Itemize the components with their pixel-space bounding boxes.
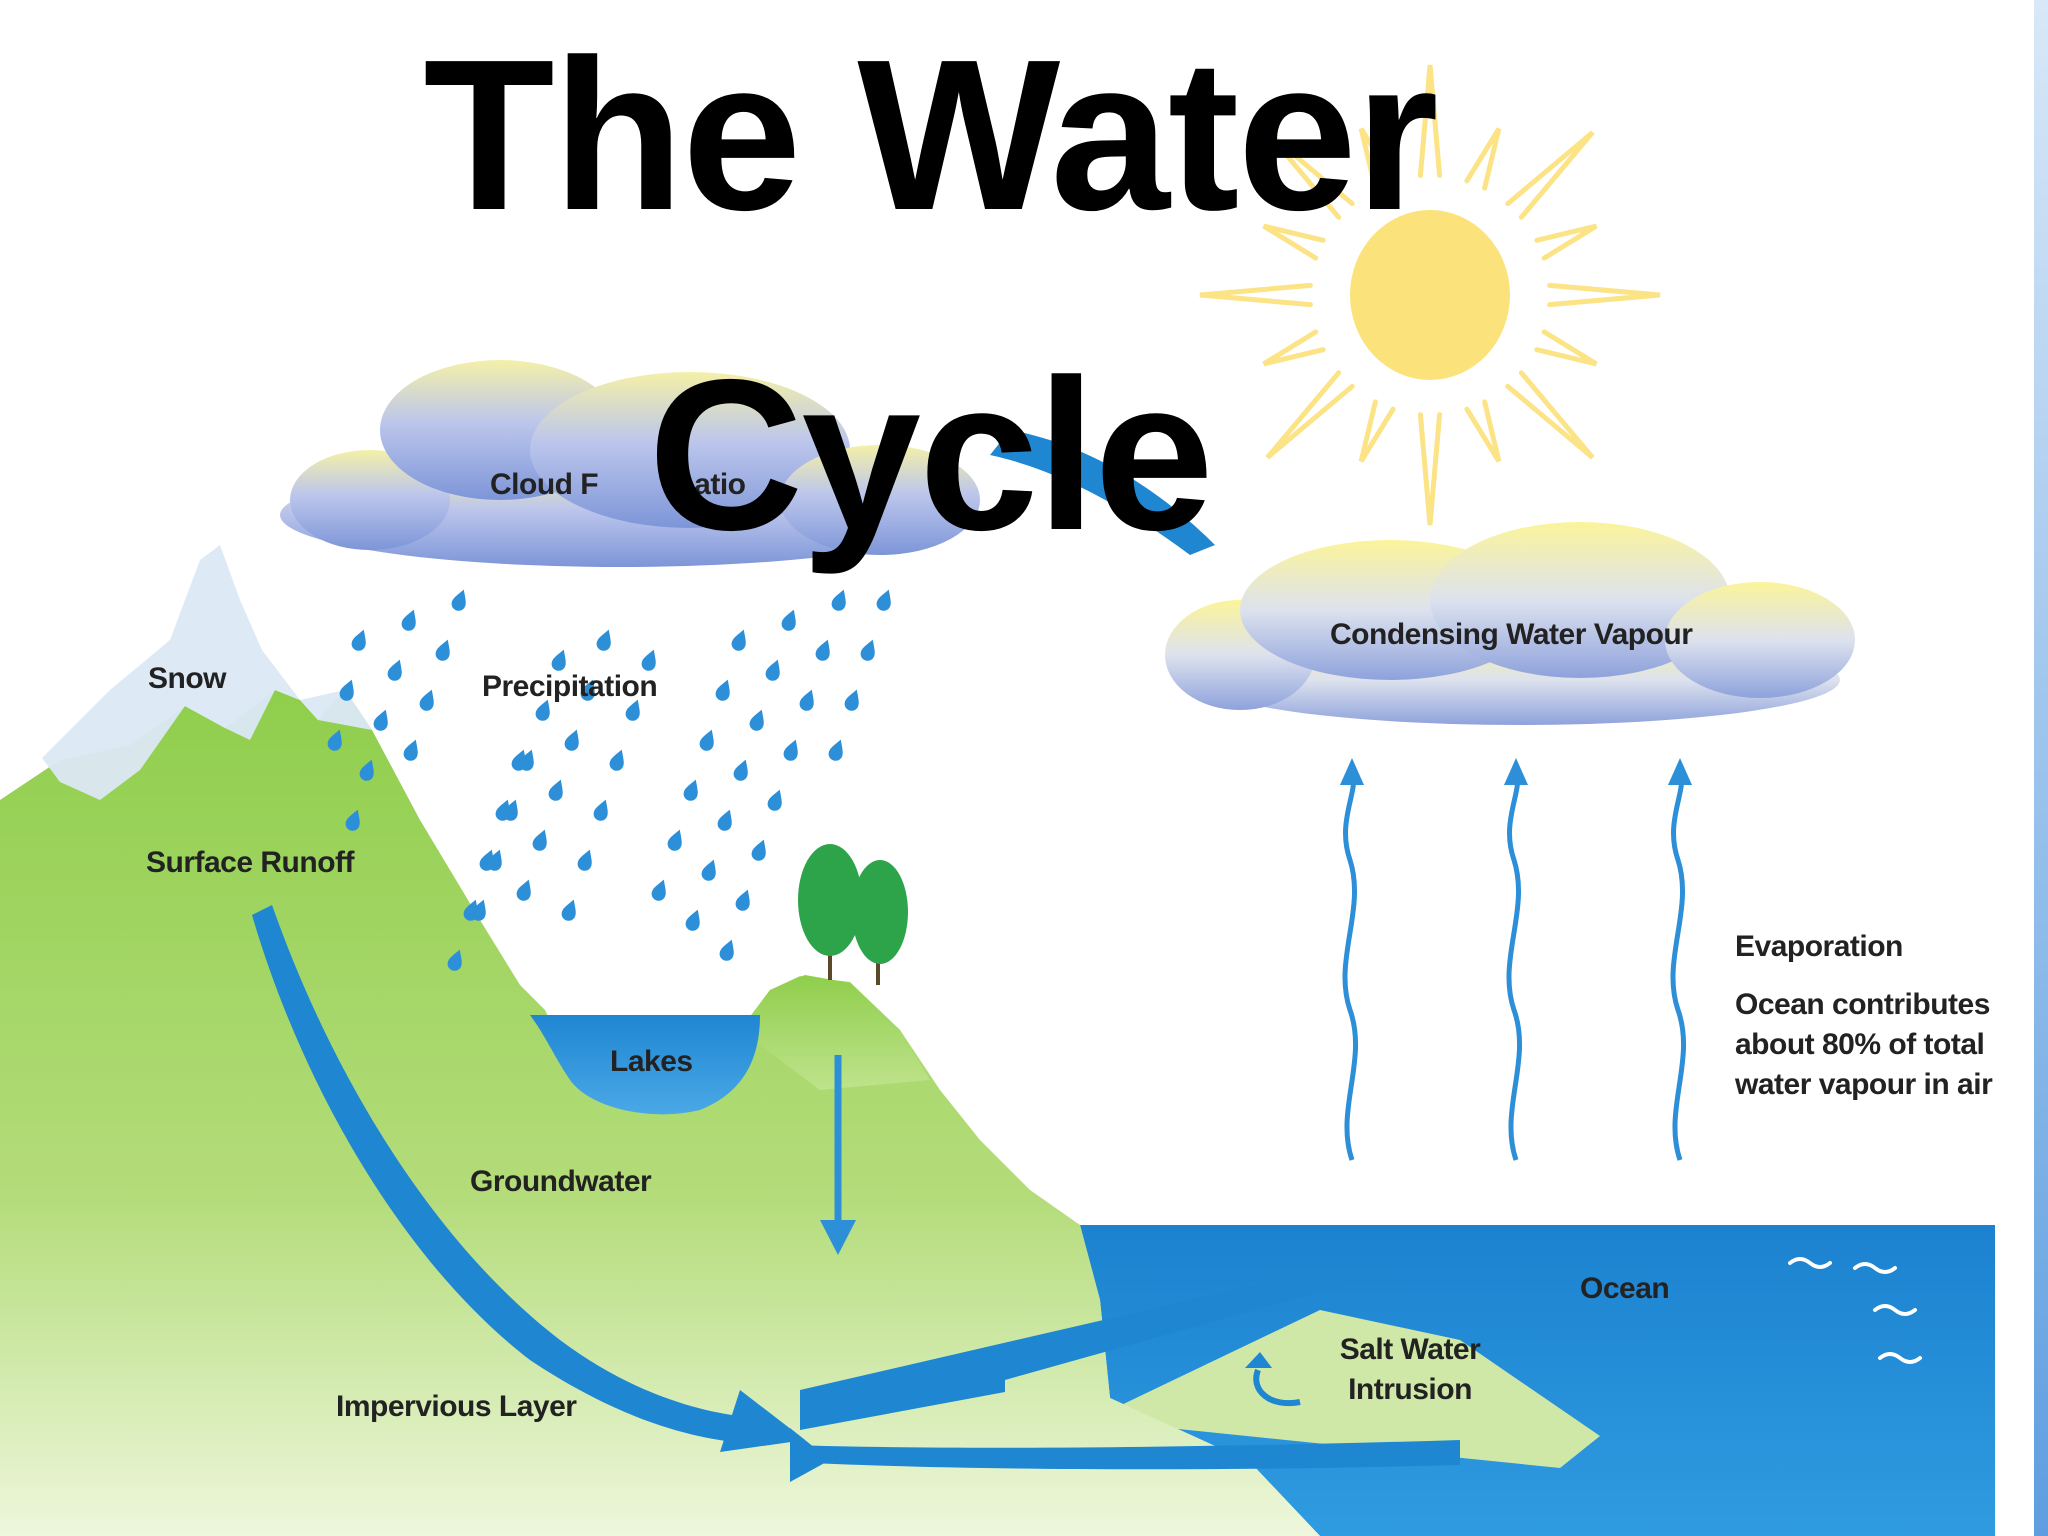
sun-ray — [1534, 223, 1598, 261]
flow-to-ocean — [800, 1270, 1340, 1430]
vapour-stream — [990, 430, 1215, 555]
rain-drop — [681, 777, 703, 803]
rain-drop — [731, 757, 753, 783]
precipitation-label: Precipitation — [482, 670, 658, 703]
rain-drop — [749, 837, 771, 863]
rain-drop — [717, 937, 739, 963]
impervious-label: Impervious Layer — [336, 1390, 577, 1423]
rain-drop — [371, 707, 393, 733]
sun-ray — [1358, 127, 1396, 191]
rain-drop — [575, 847, 597, 873]
hill — [740, 975, 930, 1090]
groundwater-arrowhead — [720, 1390, 805, 1452]
ocean-label: Ocean — [1580, 1272, 1670, 1305]
groundwater-label: Groundwater — [470, 1165, 652, 1198]
rain-drop — [607, 747, 629, 773]
rain-drop — [639, 647, 661, 673]
sun-ray — [1464, 127, 1502, 191]
rain-drop — [559, 897, 581, 923]
evaporation-note: Ocean contributes about 80% of total wat… — [1735, 988, 1993, 1101]
rain-drop — [683, 907, 705, 933]
sun-ray — [1505, 370, 1595, 460]
sun-ray — [1505, 130, 1595, 220]
rain-drop — [399, 607, 421, 633]
rain-drop — [594, 627, 616, 653]
rain-drop — [729, 627, 751, 653]
sun-ray — [1262, 223, 1326, 261]
rain-drop — [765, 787, 787, 813]
sun-ray — [1417, 64, 1443, 178]
rain-drop — [713, 677, 735, 703]
rain-drop — [417, 687, 439, 713]
rain-drop — [697, 727, 719, 753]
rain-drop — [813, 637, 835, 663]
rain-drop — [591, 797, 613, 823]
sun-ray — [1265, 370, 1355, 460]
rain-drop — [401, 737, 423, 763]
tree-icon — [798, 844, 908, 985]
cloud-formation-label-tail: matio — [668, 468, 746, 501]
rain-drop — [826, 737, 848, 763]
salt-water-label: Salt Water Intrusion — [1339, 1333, 1481, 1406]
snow-label: Snow — [148, 662, 227, 695]
lakes-label: Lakes — [610, 1045, 693, 1078]
groundwater-flow — [252, 905, 770, 1444]
rain-drop — [349, 627, 371, 653]
sun-ray — [1547, 282, 1661, 308]
sun-ray — [1265, 130, 1355, 220]
sun-ray — [1417, 412, 1443, 526]
rain-drop — [546, 777, 568, 803]
evaporation-arrowheads — [1340, 758, 1692, 785]
rain-drop — [858, 637, 880, 663]
sun-ray — [1464, 399, 1502, 463]
cloud-formation — [280, 360, 980, 567]
rain-drop — [549, 647, 571, 673]
rain-drop — [514, 877, 536, 903]
page-title-line-1: The Water — [423, 14, 1438, 255]
evaporation-title: Evaporation — [1735, 930, 1903, 963]
condensing-cloud — [1165, 522, 1855, 725]
curved-arrow-icon — [1245, 1352, 1301, 1407]
rain-drop — [842, 687, 864, 713]
page-title-line-2: Cycle — [648, 334, 1214, 575]
rain-drop — [530, 827, 552, 853]
rain-drop — [781, 737, 803, 763]
cloud-formation-label: Cloud F — [490, 468, 599, 501]
sun-ray — [1199, 282, 1313, 308]
sun-ray — [1262, 329, 1326, 367]
rain-drop — [797, 687, 819, 713]
rain-drop — [449, 587, 471, 613]
condensing-label: Condensing Water Vapour — [1330, 618, 1693, 651]
rain-drop — [829, 587, 851, 613]
rain-drop — [649, 877, 671, 903]
surface-runoff-label: Surface Runoff — [146, 846, 355, 879]
intrusion-wedge — [1090, 1310, 1600, 1468]
sun-icon — [1199, 64, 1661, 526]
rain-drop — [874, 587, 896, 613]
rain-drop — [385, 657, 407, 683]
rain-drop — [779, 607, 801, 633]
rain-drop — [715, 807, 737, 833]
rain-drop — [562, 727, 584, 753]
infiltration-arrow — [820, 1055, 856, 1255]
rain-drop — [733, 887, 755, 913]
sun-ray — [1358, 399, 1396, 463]
lake-shape — [530, 1015, 760, 1115]
flow-lower-arrowhead — [790, 1428, 830, 1482]
flow-lower — [790, 1440, 1460, 1470]
rain-drop — [433, 637, 455, 663]
ocean-waves — [1788, 1257, 1922, 1364]
rain-drop — [747, 707, 769, 733]
evaporation-arrows — [1342, 769, 1687, 1161]
right-edge-strip — [2034, 0, 2048, 1536]
snow-cap — [42, 545, 372, 800]
rain-drop — [665, 827, 687, 853]
rain-drop — [763, 657, 785, 683]
rain-drop — [699, 857, 721, 883]
sun-ray — [1534, 329, 1598, 367]
